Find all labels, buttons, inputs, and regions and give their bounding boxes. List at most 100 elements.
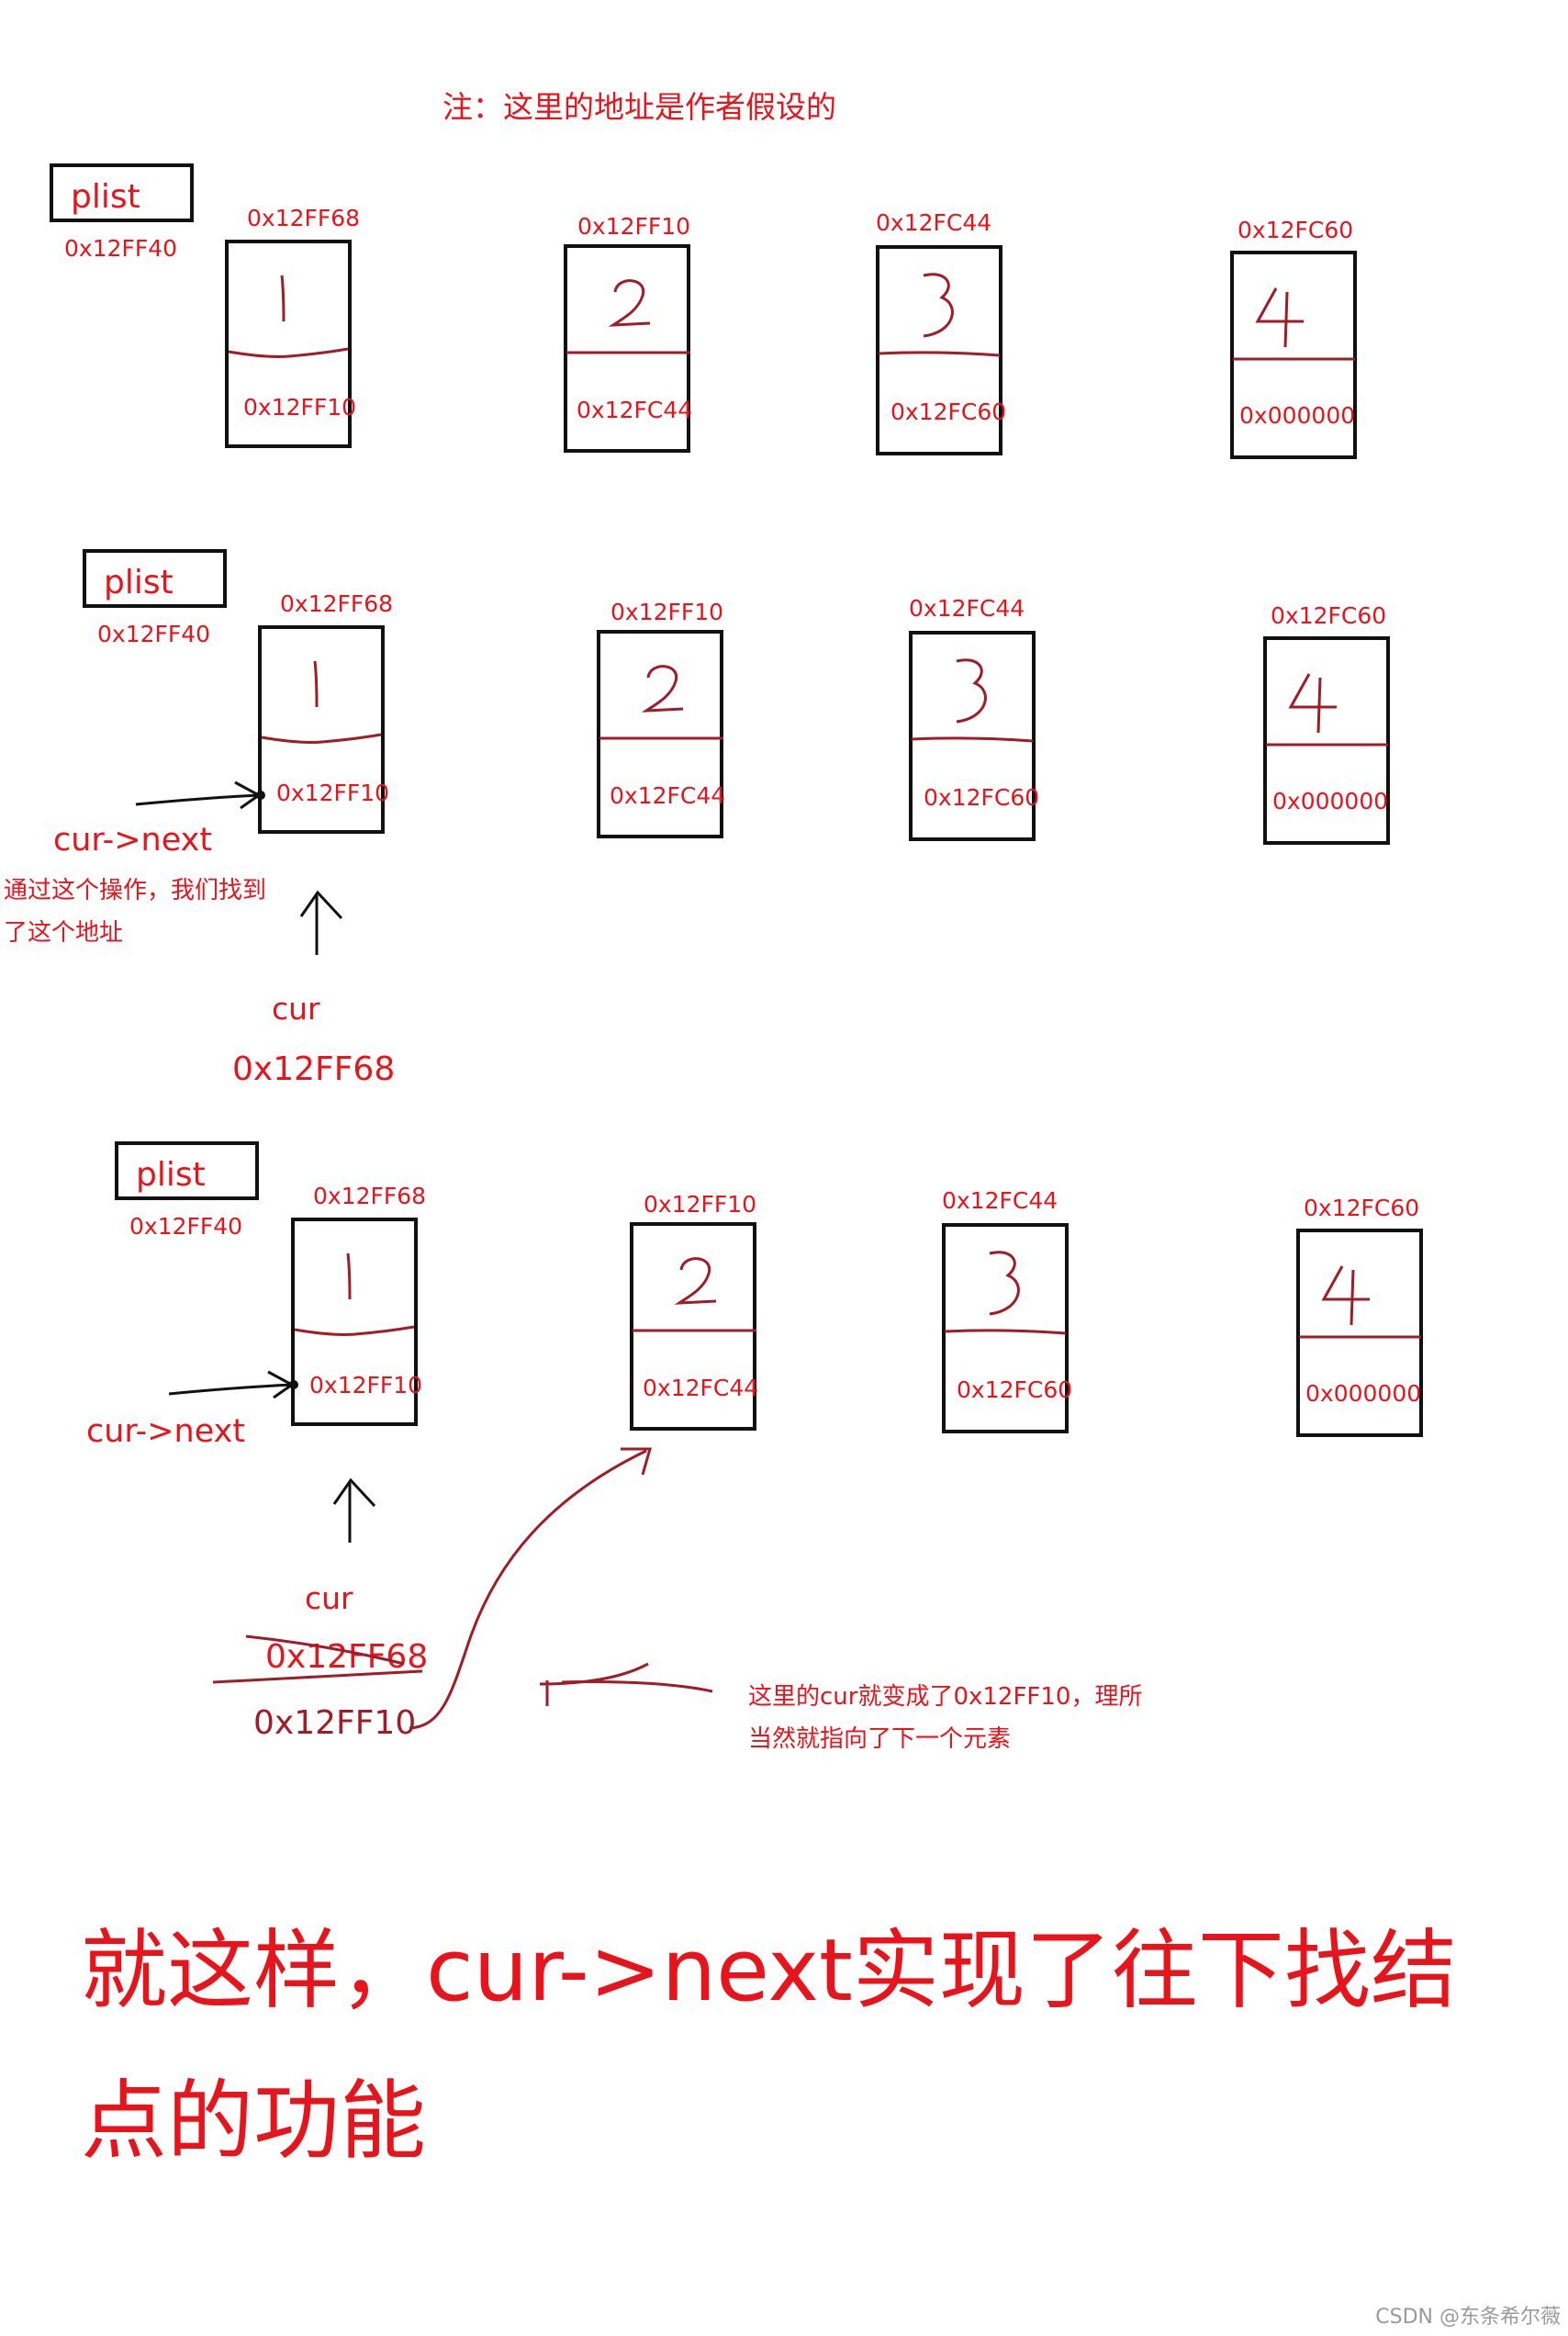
node-3-next: 0x12FC60 [890,399,1006,425]
node-1-next: 0x12FF10 [276,780,389,806]
node-1: 0x12FF68 0x12FF10 [225,205,360,448]
node-3-value-glyph [956,658,987,724]
explanation-line1: 这里的cur就变成了0x12FF10，理所 [748,1683,1142,1711]
conclusion-line1: 就这样，cur->next实现了往下找结 [81,1921,1457,2021]
plist-address: 0x12FF40 [129,1213,242,1240]
node-2: 0x12FF10 0x12FC44 [564,213,692,453]
node-2-next: 0x12FC44 [577,397,692,423]
cur-old-address: 0x12FF68 [265,1638,428,1676]
node-1-value-glyph [280,275,286,322]
plist-box [50,163,194,222]
node-1-divider [228,347,349,358]
node-4-next: 0x000000 [1239,402,1355,429]
panel-1: plist 0x12FF40 0x12FF68 0x12FF10 0x12FF1… [50,163,1357,459]
cur-next-label: cur->next [53,822,212,859]
node-3-address: 0x12FC44 [876,209,991,236]
node-2-address: 0x12FF10 [577,213,690,240]
node-1-address: 0x12FF68 [313,1183,426,1209]
panel-3: plist 0x12FF40 0x12FF68 0x12FF10 0x12FF1… [86,1141,1423,1753]
node-2-value-glyph [608,279,651,327]
plist-box [115,1141,259,1200]
brace-scribble [539,1662,713,1706]
node-4-value-glyph [1255,287,1304,348]
plist-box [83,549,227,608]
node-1-box [291,1218,418,1426]
node-1-value-glyph [346,1252,352,1300]
node-1: 0x12FF68 0x12FF10 [258,590,393,834]
node-4-box [1296,1229,1423,1437]
node-4-next: 0x000000 [1272,788,1388,814]
conclusion-line2: 点的功能 [81,2072,426,2172]
node-2-address: 0x12FF10 [610,599,723,625]
up-arrow-icon [299,890,343,955]
operation-note-line2: 了这个地址 [4,919,123,947]
pointer-dot [289,1380,298,1389]
node-1-address: 0x12FF68 [280,590,393,617]
node-2-next: 0x12FC44 [643,1375,758,1401]
node-2-box [564,244,690,453]
plist-address: 0x12FF40 [97,621,210,647]
node-2-value-glyph [674,1257,717,1305]
node-1-value-glyph [313,660,319,708]
node-3: 0x12FC44 0x12FC60 [876,209,1006,455]
node-2-box [597,630,723,838]
curved-arrow-to-node-2 [409,1449,647,1730]
node-4-value-glyph [1321,1265,1370,1326]
node-4: 0x12FC60 0x000000 [1263,602,1390,845]
plist-label: plist [104,564,174,601]
node-4-next: 0x000000 [1305,1380,1421,1407]
pointer-dot [256,791,265,800]
node-3-value-glyph [923,273,954,338]
node-3-divider [911,736,1034,743]
node-2: 0x12FF10 0x12FC44 [630,1191,758,1431]
node-4-address: 0x12FC60 [1271,602,1386,629]
node-1-divider [261,733,382,744]
node-4-value-glyph [1288,673,1337,734]
node-3-next: 0x12FC60 [957,1376,1072,1403]
node-3-next: 0x12FC60 [924,784,1039,811]
cur-new-address: 0x12FF10 [253,1704,416,1742]
node-3-divider [878,351,1001,357]
panel-2: plist 0x12FF40 0x12FF68 0x12FF10 0x12FF1… [4,549,1390,1088]
node-1-next: 0x12FF10 [309,1372,422,1398]
node-3-address: 0x12FC44 [909,595,1025,622]
node-3: 0x12FC44 0x12FC60 [909,595,1039,841]
cur-address: 0x12FF68 [232,1050,395,1088]
node-2-address: 0x12FF10 [644,1191,756,1218]
node-2-next: 0x12FC44 [610,782,725,809]
node-4-address: 0x12FC60 [1304,1195,1419,1221]
cur-label: cur [272,991,320,1027]
cur-next-arrow [135,781,262,810]
strike-line-1 [245,1634,405,1666]
node-2: 0x12FF10 0x12FC44 [597,599,725,838]
node-4-box [1263,636,1390,845]
node-3-divider [944,1329,1067,1335]
plist-label: plist [136,1156,206,1194]
plist-label: plist [71,178,140,216]
node-3-value-glyph [989,1251,1020,1316]
plist-address: 0x12FF40 [64,235,177,262]
node-3-box [942,1223,1069,1433]
node-1-box [225,240,352,448]
up-arrow-icon [332,1477,376,1543]
node-1: 0x12FF68 0x12FF10 [291,1183,426,1426]
node-3-box [876,245,1002,455]
node-3-box [909,631,1036,841]
node-3: 0x12FC44 0x12FC60 [942,1187,1072,1433]
node-4: 0x12FC60 0x000000 [1230,217,1357,459]
node-4-address: 0x12FC60 [1238,217,1353,243]
node-2-box [630,1222,756,1431]
cur-next-label: cur->next [86,1413,245,1450]
cur-label: cur [305,1580,353,1616]
explanation-line2: 当然就指向了下一个元素 [748,1725,1011,1753]
node-1-next: 0x12FF10 [243,394,356,421]
watermark: CSDN @东条希尔薇 [1375,2306,1561,2329]
curved-arrowhead-icon [621,1447,652,1476]
node-4: 0x12FC60 0x000000 [1296,1195,1423,1437]
strike-line-2 [212,1669,423,1684]
author-note: 注：这里的地址是作者假设的 [442,89,836,125]
node-1-divider [294,1325,415,1336]
node-1-box [258,625,385,834]
cur-next-arrow [168,1370,295,1399]
